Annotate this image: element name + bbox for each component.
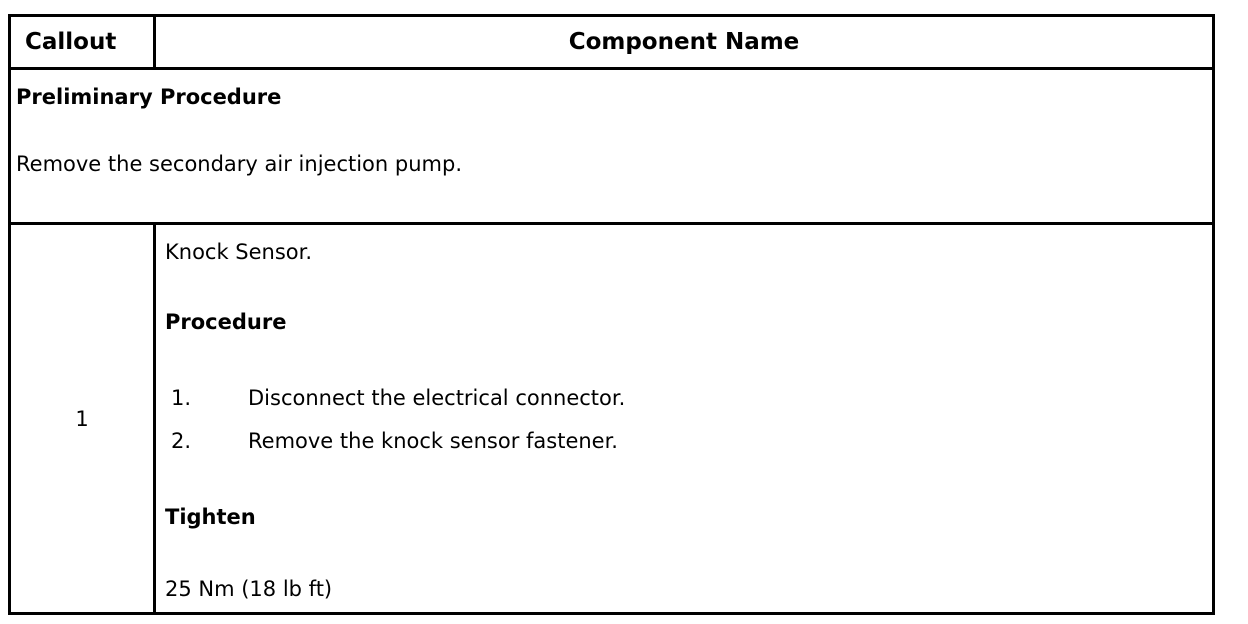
callout-number-cell: 1 <box>8 222 156 615</box>
component-details-cell: Knock Sensor. Procedure 1. Disconnect th… <box>153 222 1215 615</box>
callout-column-header: Callout <box>8 14 156 70</box>
procedure-step-1: 1. Disconnect the electrical connector. <box>165 384 1202 412</box>
table-header-row: Callout Component Name <box>8 14 1215 70</box>
procedure-heading: Procedure <box>165 310 287 334</box>
step-1-number: 1. <box>171 386 192 410</box>
preliminary-procedure-row: Preliminary Procedure Remove the seconda… <box>8 67 1215 225</box>
step-2-text: Remove the knock sensor fastener. <box>248 429 618 453</box>
procedure-step-2: 2. Remove the knock sensor fastener. <box>165 427 1202 455</box>
preliminary-procedure-title: Preliminary Procedure <box>16 85 282 109</box>
tighten-heading: Tighten <box>165 505 256 529</box>
preliminary-procedure-text: Remove the secondary air injection pump. <box>16 152 462 176</box>
component-row: 1 Knock Sensor. Procedure 1. Disconnect … <box>8 222 1215 615</box>
step-2-number: 2. <box>171 429 192 453</box>
component-spec-table: Callout Component Name Preliminary Proce… <box>8 14 1215 615</box>
procedure-steps-list: 1. Disconnect the electrical connector. … <box>165 384 1202 455</box>
step-1-text: Disconnect the electrical connector. <box>248 386 626 410</box>
component-name-column-header: Component Name <box>153 14 1215 70</box>
torque-spec-text: 25 Nm (18 lb ft) <box>165 577 333 601</box>
preliminary-procedure-cell: Preliminary Procedure Remove the seconda… <box>8 67 1215 225</box>
component-name-text: Knock Sensor. <box>165 240 313 264</box>
